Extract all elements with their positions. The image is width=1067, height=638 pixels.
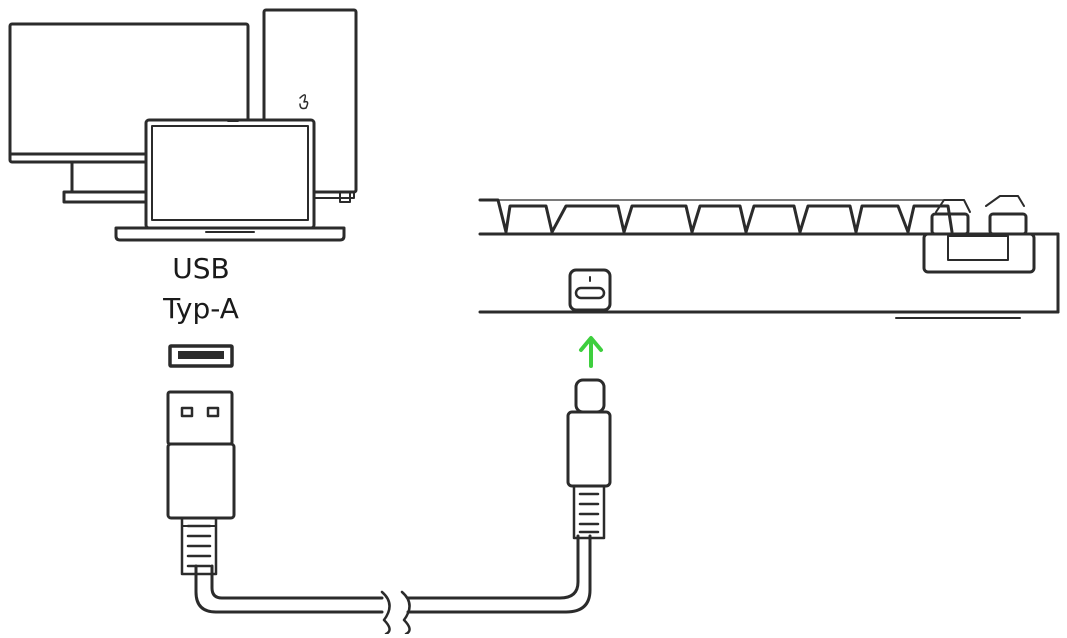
usb-cable [194,534,592,636]
keyboard-usb-c-port-icon [568,268,612,312]
host-devices-group [8,8,358,242]
usb-c-plug-icon [566,378,612,540]
usb-a-port-icon [168,344,234,368]
laptop-icon [114,118,346,242]
keyboard-icon [478,195,1060,319]
usb-label-line2: Typ-A [163,292,239,325]
arrow-up-icon [579,336,603,368]
usb-label-line1: USB [172,252,230,285]
usb-a-plug-icon [166,390,236,576]
